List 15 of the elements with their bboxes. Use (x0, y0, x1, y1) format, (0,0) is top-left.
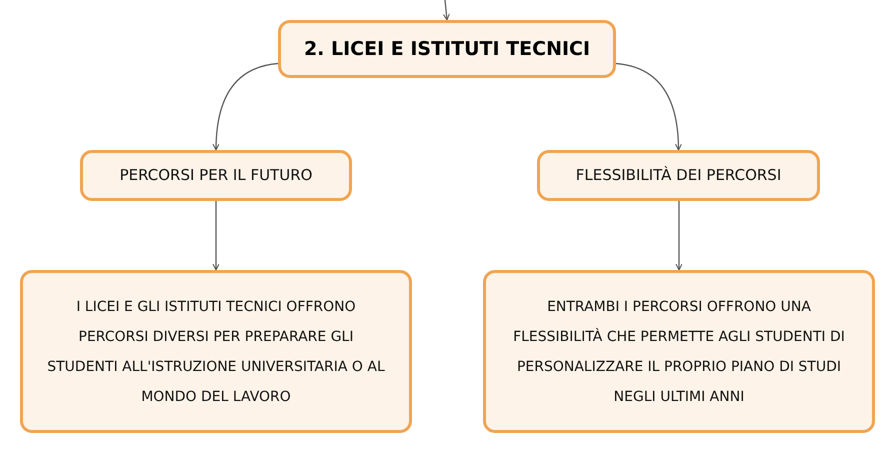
arrow (676, 201, 682, 270)
arrow (616, 62, 682, 150)
topic-box (537, 150, 820, 201)
title-text: 2. LICEI E ISTITUTI TECNICI (304, 36, 590, 62)
topic-box (278, 20, 616, 78)
topic-box (80, 150, 352, 201)
arrow (442, 0, 450, 20)
text-card (20, 270, 412, 433)
arrow (212, 62, 278, 150)
topic-label: PERCORSI PER IL FUTURO (120, 165, 312, 186)
arrow (212, 201, 220, 270)
description-text: ENTRAMBI I PERCORSI OFFRONO UNA FLESSIBILITÀ CHE PERMETTE AGLI STUDENTI DI PERSONALIZZARE IL PROPRIO PIANO DI STUDI NEGLI ULTIMI ANNI (512, 298, 846, 406)
text-card (483, 270, 875, 433)
topic-label: FLESSIBILITÀ DEI PERCORSI (576, 165, 782, 186)
description-text: I LICEI E GLI ISTITUTI TECNICI OFFRONO PERCORSI DIVERSI PER PREPARARE GLI STUDENTI ALL'ISTRUZIONE UNIVERSITARIA O AL MONDO DEL LAVORO (47, 298, 385, 406)
